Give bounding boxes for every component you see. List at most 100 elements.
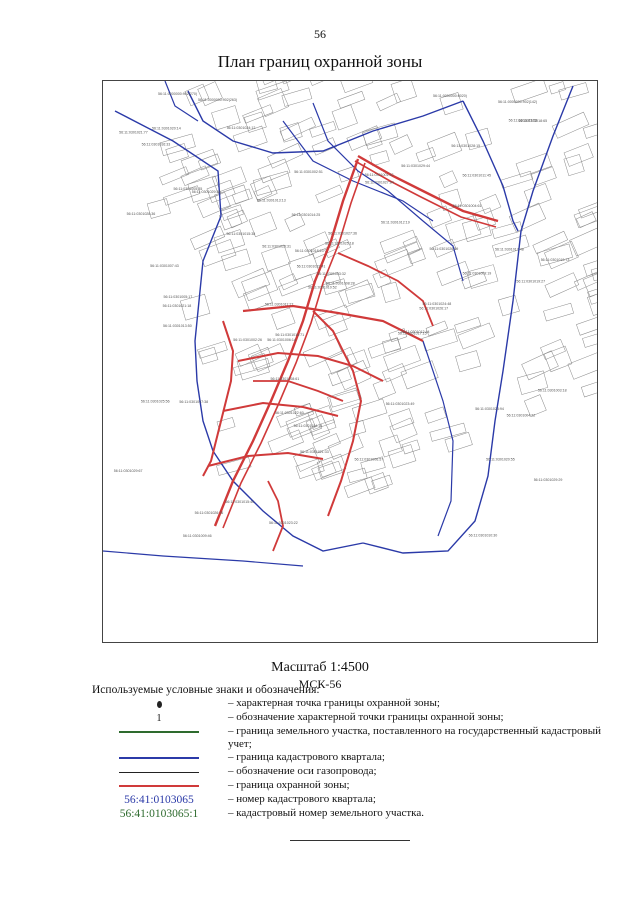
parcel-label: 56:11:0301022:60 (275, 411, 304, 415)
parcel-outline (327, 433, 364, 460)
parcel-outline (508, 202, 547, 233)
parcel-outline (338, 81, 374, 94)
parcel-outline (311, 460, 337, 481)
parcel-label: 56:11:0301007:38 (179, 400, 208, 404)
parcel-label: 56:11:0301006:14 (267, 338, 296, 342)
parcel-outline (374, 249, 414, 279)
parcel-outline (159, 166, 190, 186)
parcel-outline (146, 198, 171, 219)
parcel-label: 56:11:0301028:36 (127, 212, 156, 216)
quarter-label: 56:11:0000000:902(142) (498, 100, 537, 104)
parcel-outline (381, 363, 407, 383)
gas-zone-main-north (357, 154, 499, 223)
parcel-outline (491, 221, 523, 239)
parcel-outline (255, 81, 290, 101)
legend-heading: Используемые условные знаки и обозначени… (92, 684, 320, 696)
parcel-outline (234, 343, 264, 367)
parcel-outline (251, 343, 288, 372)
parcel-outline (220, 204, 244, 221)
parcel-outline (567, 351, 597, 380)
parcel-outline (159, 133, 196, 156)
gas-zone-cross-1 (242, 304, 424, 342)
parcel-outline (383, 344, 421, 373)
parcel-label: 56:11:0301026:17 (419, 307, 448, 311)
parcel-outline (267, 142, 304, 169)
parcel-outline (516, 370, 549, 395)
parcel-outline (317, 460, 343, 480)
parcel-label: 56:11:0301003:18 (538, 389, 567, 393)
legend-row-point: – характерная точка границы охранной зон… (102, 697, 602, 711)
parcel-outline (309, 419, 337, 436)
parcel-outline (189, 225, 226, 250)
parcel-outline (383, 241, 421, 264)
parcel-label: 56:11:0301004:61 (453, 204, 482, 208)
parcel-label: 56:11:0301007:43 (150, 264, 179, 268)
parcel-outline (543, 345, 573, 373)
parcel-outline (558, 82, 589, 101)
parcel-outline (198, 239, 237, 267)
parcel-outline (279, 116, 316, 142)
parcel-outline (243, 111, 267, 133)
parcel-outline (255, 81, 278, 94)
quarter-label: 56:11:0000000:902(263) (198, 98, 237, 102)
quarter-boundary-northeast (462, 100, 519, 232)
red-line-icon (119, 785, 199, 787)
parcel-outline (305, 414, 331, 441)
gas-zone-branch-south (267, 480, 284, 552)
gas-zone-spine-a (213, 158, 360, 527)
parcel-label: 56:11:0301011:27 (265, 303, 293, 307)
quarter-boundary-inner (312, 102, 464, 282)
parcel-outline (438, 188, 463, 211)
parcel-outline (343, 476, 376, 498)
parcel-label: 56:11:0301008:28 (326, 282, 355, 286)
parcel-outline (573, 202, 597, 228)
quarter-boundary-road (282, 120, 434, 222)
parcel-outline (364, 472, 389, 495)
parcel-outline (369, 150, 390, 167)
parcel-label: 56:11:0301013:13 (257, 199, 286, 203)
parcel-label: 56:11:0301018:65 (518, 119, 547, 123)
parcel-outline (432, 238, 457, 258)
legend-row-protection-zone: – граница охранной зоны; (102, 779, 602, 793)
quarter-boundary-west (114, 110, 364, 552)
page-title: План границ охранной зоны (217, 52, 423, 71)
parcel-outline (163, 185, 201, 206)
parcel-label: 56:11:0301011:45 (463, 174, 491, 178)
page-number: 56 (314, 27, 326, 41)
gas-zone-cross-2 (237, 351, 384, 382)
parcel-outline (351, 398, 388, 423)
legend-row-parcel-number: 56:41:0103065:1 – кадастровый номер земе… (102, 807, 602, 821)
gas-zone-spine-b (222, 162, 366, 529)
parcel-outline (261, 244, 291, 272)
parcel-outline (315, 184, 344, 204)
black-line-icon (119, 771, 199, 773)
parcel-outline (424, 406, 447, 424)
parcel-label: 56:11:0301021:18 (163, 304, 192, 308)
gas-zone-branch-east-1 (312, 310, 363, 517)
parcel-outline (388, 408, 415, 431)
parcel-label: 56:11:0301017:48 (495, 248, 524, 252)
parcel-outline (454, 317, 482, 334)
legend-row-parcel-boundary: – граница земельного участка, поставленн… (102, 725, 602, 751)
parcel-label: 56:11:0301013:50 (163, 324, 192, 328)
parcel-label: 56:11:0301029:44 (401, 164, 430, 168)
gas-zone-cross-3 (222, 401, 339, 417)
parcel-label: 56:11:0301005:35 (174, 187, 203, 191)
cadastral-map: 56:11:0000000:902(270)56:11:0000000:902(… (102, 80, 598, 643)
parcel-outline (338, 279, 375, 308)
parcel-outline (211, 105, 241, 131)
parcel-outline (583, 254, 597, 277)
parcel-outline (429, 422, 467, 442)
blue-line-icon (119, 757, 199, 759)
legend-text-point-number: – обозначение характерной точки границы … (228, 711, 504, 723)
gas-zone-branch-mid (253, 380, 344, 402)
parcel-label: 56:11:0301028:15 (451, 144, 480, 148)
parcel-label: 56:11:0301020:55 (486, 458, 515, 462)
parcel-outline (379, 229, 418, 254)
parcel-outline (243, 285, 273, 312)
parcel-outline (233, 358, 271, 376)
parcel-label: 56:11:0301023:22 (269, 521, 298, 525)
parcel-outline (587, 282, 597, 305)
parcel-outline (582, 266, 597, 298)
parcel-label: 56:11:0301029:29 (534, 478, 563, 482)
